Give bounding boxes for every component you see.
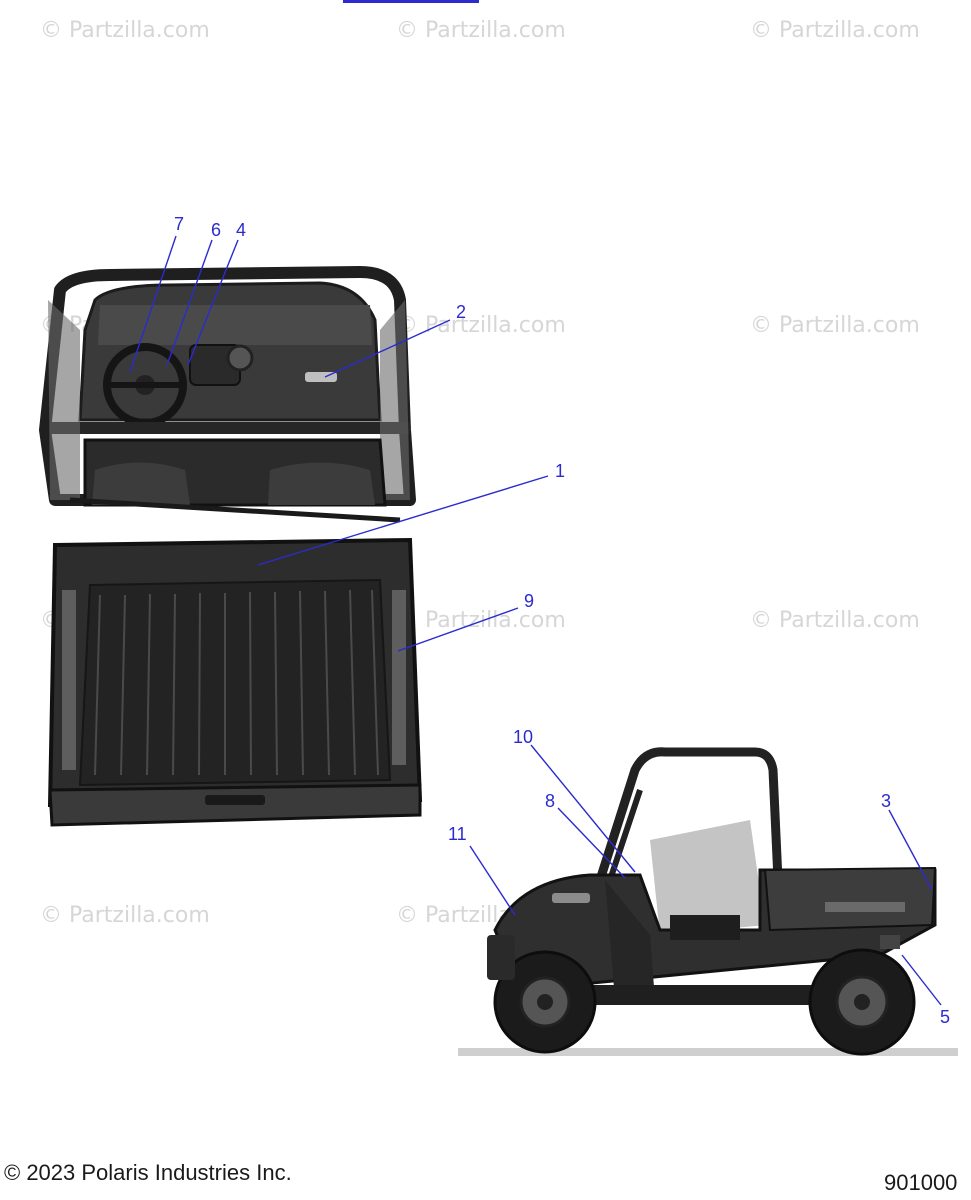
- callout-2: 2: [456, 302, 466, 322]
- callout-labels: 7 6 4 2 1 9 10 8 11 3 5: [174, 214, 950, 1027]
- watermark: © Partzilla.com: [396, 313, 566, 338]
- top-view-vehicle: [39, 266, 423, 827]
- callout-8: 8: [545, 791, 555, 811]
- callout-7: 7: [174, 214, 184, 234]
- callout-5: 5: [940, 1007, 950, 1027]
- copyright-text: © 2023 Polaris Industries Inc.: [4, 1160, 292, 1185]
- callout-11: 11: [448, 824, 467, 844]
- watermark: © Partzilla.com: [750, 313, 920, 338]
- header-rule: [343, 0, 479, 3]
- watermark: © Partzilla.com: [40, 18, 210, 43]
- callout-4: 4: [236, 220, 246, 240]
- watermark: © Partzilla.com: [40, 903, 210, 928]
- side-view-vehicle: [458, 747, 958, 1056]
- callout-3: 3: [881, 791, 891, 811]
- leader-lines: [129, 235, 942, 1006]
- callout-10: 10: [513, 727, 533, 747]
- watermark: © Partzilla.com: [396, 18, 566, 43]
- diagram-code: 901000: [884, 1170, 958, 1195]
- callout-6: 6: [211, 220, 221, 240]
- callout-1: 1: [555, 461, 565, 481]
- callout-9: 9: [524, 591, 534, 611]
- watermark: © Partzilla.com: [750, 608, 920, 633]
- watermark: © Partzilla.com: [750, 18, 920, 43]
- watermark: © Partzilla.com: [396, 608, 566, 633]
